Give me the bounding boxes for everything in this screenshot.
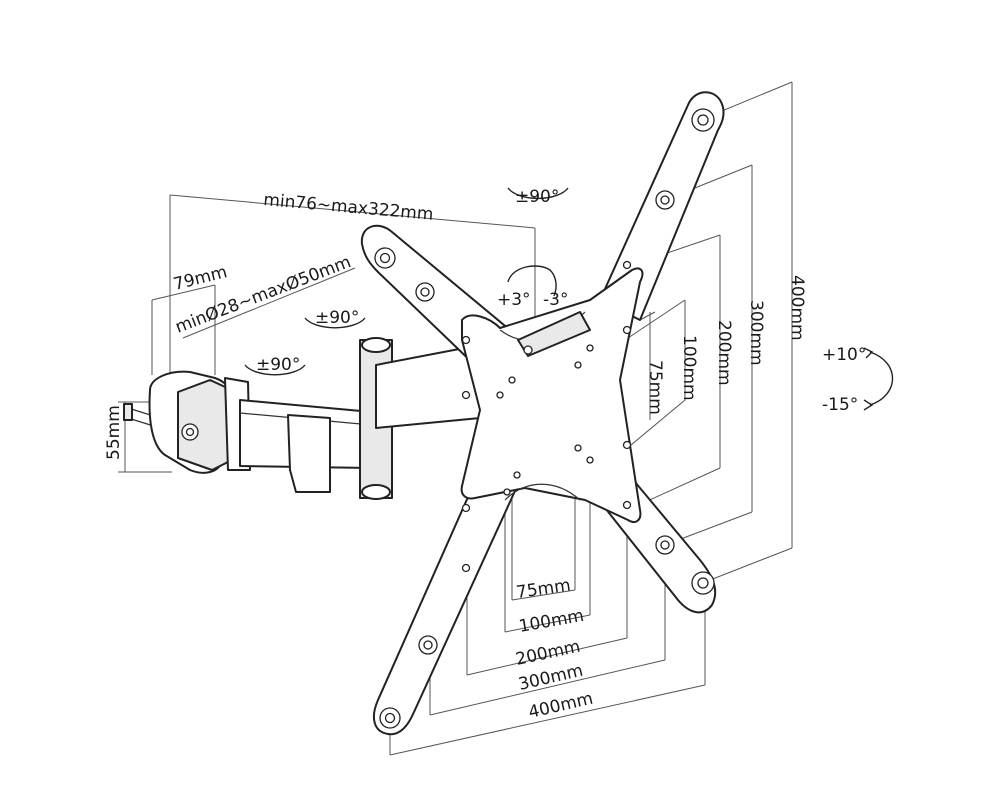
vesa-plate — [360, 91, 725, 736]
clamp-height-label: 55mm — [104, 405, 124, 460]
swivel-top-label: ±90° — [515, 187, 559, 207]
vesa-v-300: 300mm — [746, 300, 766, 366]
clamp-offset-label: 79mm — [171, 262, 229, 295]
vesa-h-100: 100mm — [517, 606, 585, 637]
arm-reach-label: min76~max322mm — [263, 190, 435, 225]
level-plus-label: +3° — [497, 290, 531, 310]
tilt-up-label: +10° — [822, 345, 866, 365]
vesa-v-200: 200mm — [714, 320, 734, 386]
vesa-h-75: 75mm — [515, 576, 572, 603]
vesa-v-400: 400mm — [787, 275, 807, 341]
vesa-v-100: 100mm — [679, 335, 699, 401]
level-minus-label: -3° — [543, 290, 568, 310]
vesa-h-400: 400mm — [527, 689, 595, 723]
swivel-clamp-label: ±90° — [256, 355, 300, 375]
swivel-mid-label: ±90° — [315, 308, 359, 328]
pipe-clamp — [123, 370, 251, 474]
rotation-arrows — [244, 187, 894, 411]
vesa-v-75: 75mm — [645, 360, 665, 415]
extension-arm — [239, 337, 481, 500]
dimension-lines — [118, 81, 793, 756]
tilt-down-label: -15° — [822, 395, 858, 415]
